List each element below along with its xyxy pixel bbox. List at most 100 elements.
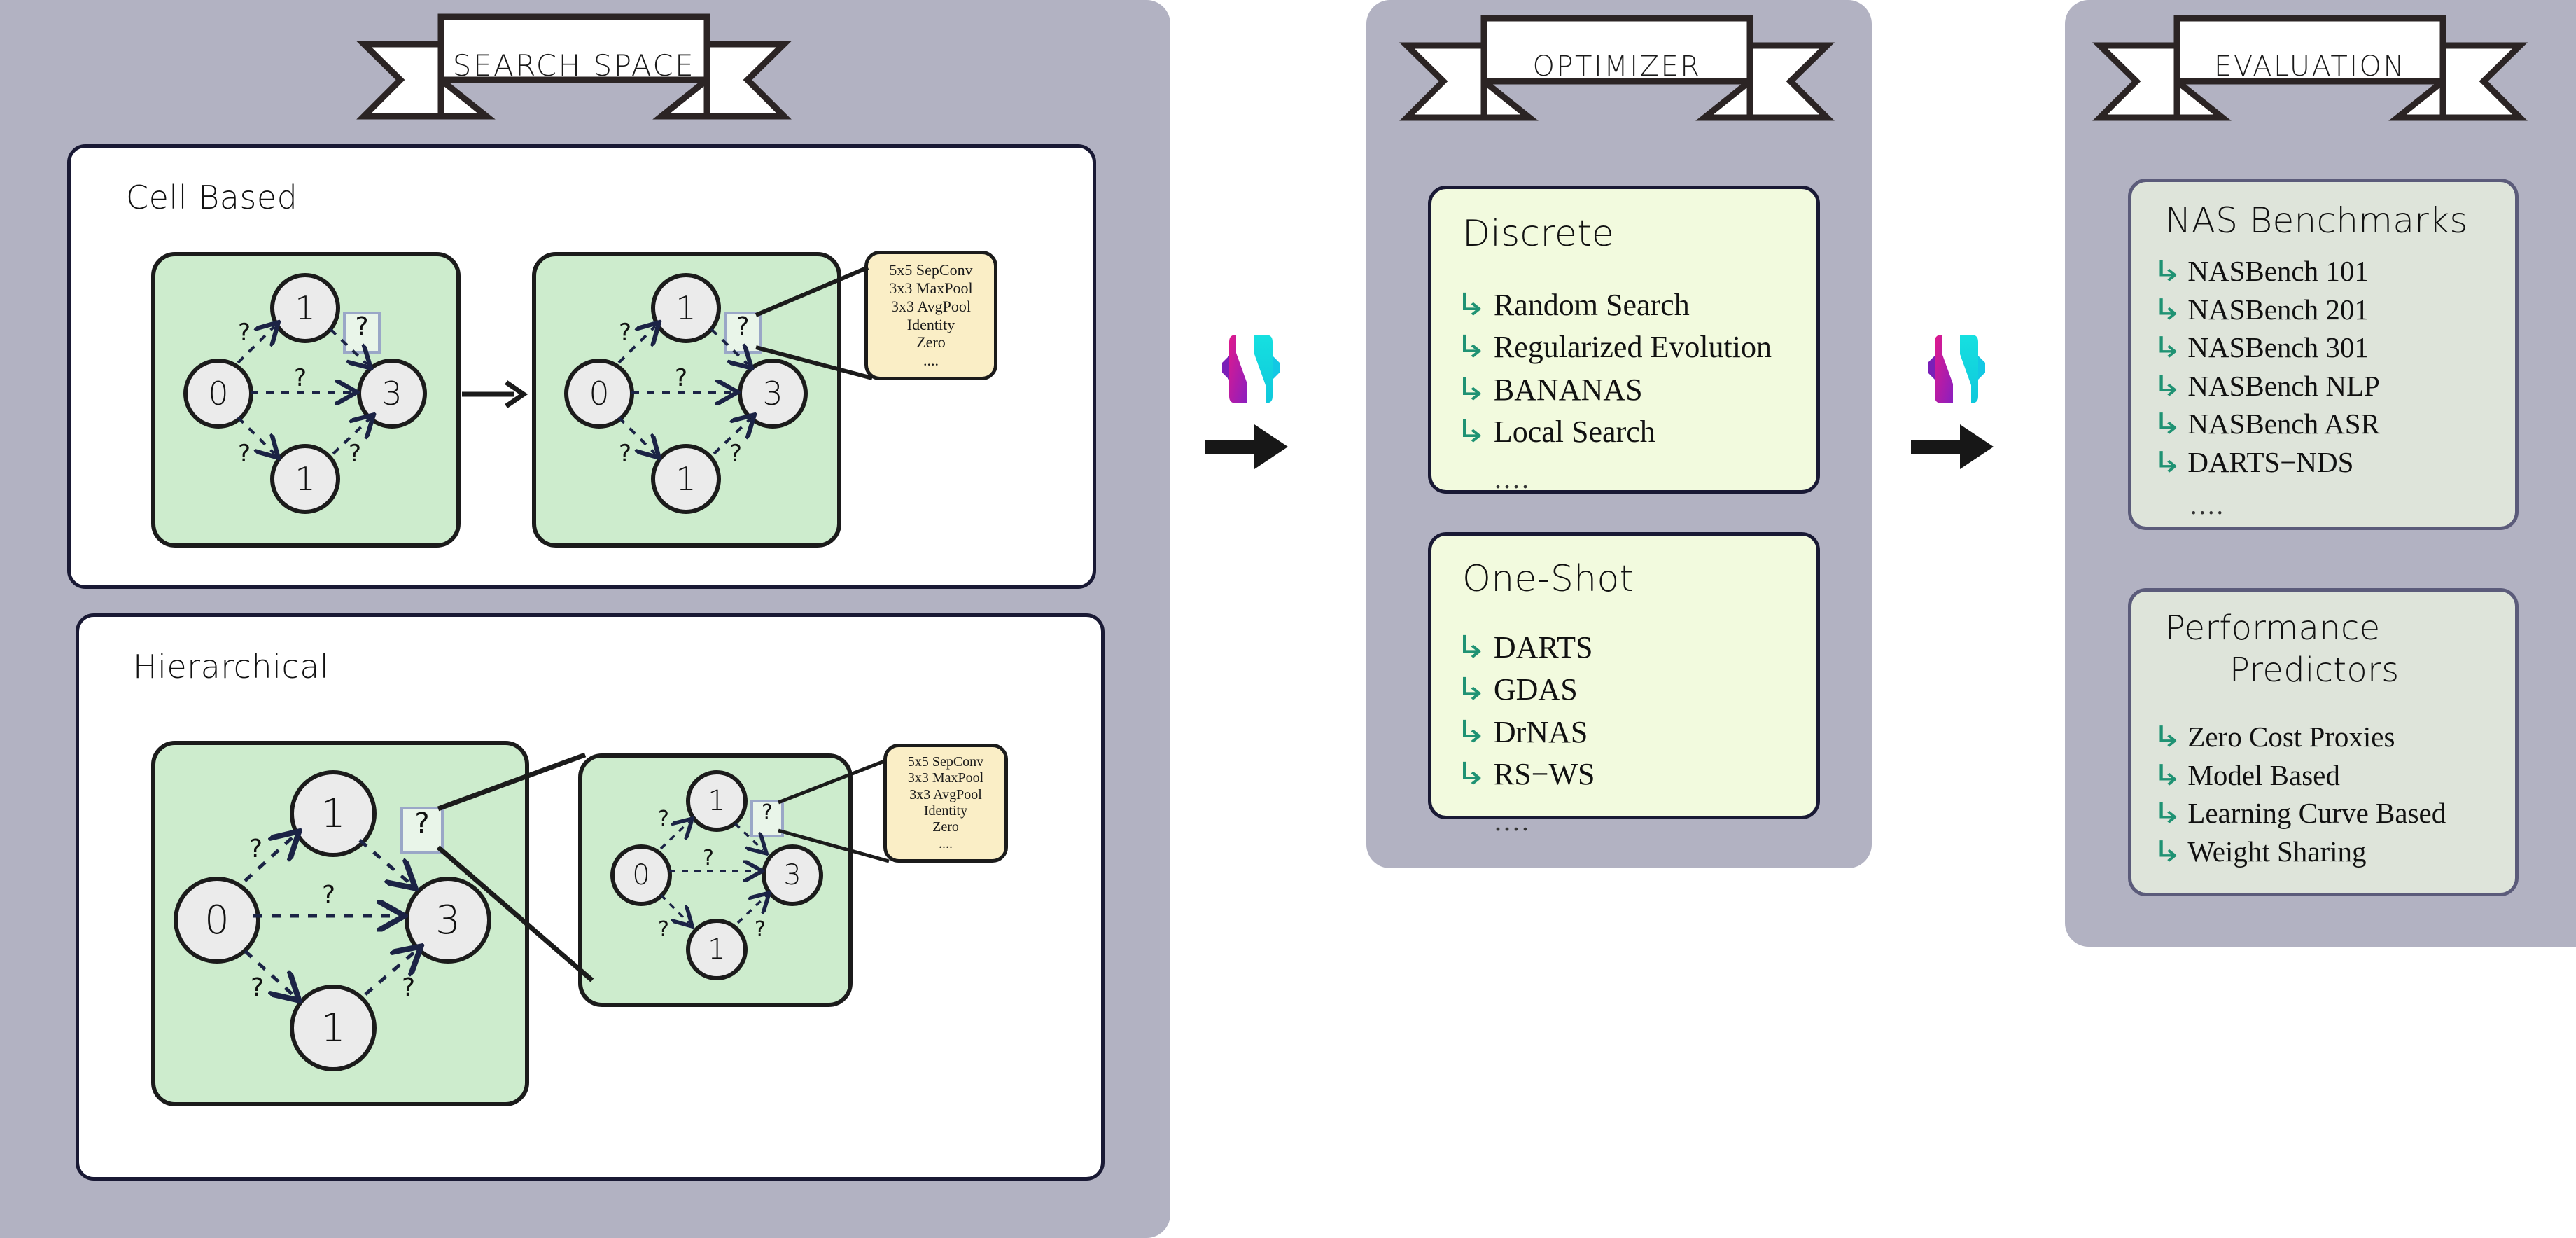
discrete-list: ↳Random Search ↳Regularized Evolution ↳B… bbox=[1455, 284, 1816, 499]
search-space-banner: SEARCH SPACE bbox=[356, 13, 792, 120]
list-item-label: DARTS bbox=[1493, 630, 1593, 665]
cell-a-node-1: 1 bbox=[270, 273, 340, 343]
cell-operations-tooltip: 5x5 SepConv 3x3 MaxPool 3x3 AvgPool Iden… bbox=[864, 251, 997, 380]
discrete-title: Discrete bbox=[1462, 213, 1615, 255]
cell-b-edge-label-2: ? bbox=[675, 364, 688, 392]
list-item: ↳DARTS bbox=[1455, 627, 1816, 669]
list-item: ↳Model Based bbox=[2152, 756, 2515, 795]
one-shot-title: One-Shot bbox=[1462, 558, 1634, 600]
hier-edge-label-3: ? bbox=[251, 973, 265, 1002]
cell-b-marker-qbox[interactable]: ? bbox=[724, 312, 762, 354]
list-item-label: Weight Sharing bbox=[2188, 835, 2367, 868]
list-item-label: DrNAS bbox=[1493, 714, 1588, 749]
list-item-label: NASBench NLP bbox=[2188, 369, 2380, 402]
list-item-label: NASBench ASR bbox=[2188, 408, 2380, 440]
arrow-bullet-icon: ↳ bbox=[2152, 254, 2183, 288]
cell-a-node-1b: 1 bbox=[270, 444, 340, 514]
ops-item: 5x5 SepConv bbox=[889, 261, 973, 279]
hier-edge-label-2: ? bbox=[322, 881, 336, 910]
list-item-label: NASBench 101 bbox=[2188, 255, 2369, 287]
hier-node-3: 3 bbox=[405, 877, 491, 964]
list-item: ↳Weight Sharing bbox=[2152, 833, 2515, 871]
ops-item: Identity bbox=[923, 803, 968, 819]
cell-a-node-3: 3 bbox=[357, 359, 427, 429]
nas-benchmarks-title: NAS Benchmarks bbox=[2165, 200, 2468, 241]
hierarchical-title: Hierarchical bbox=[133, 648, 330, 686]
hier-sub-node-3: 3 bbox=[762, 844, 823, 906]
hier-sub-marker-qbox[interactable]: ? bbox=[750, 800, 784, 837]
ops-item: 3x3 MaxPool bbox=[907, 770, 984, 786]
hier-sub-node-1b: 1 bbox=[686, 919, 748, 980]
hierarchical-operations-tooltip: 5x5 SepConv 3x3 MaxPool 3x3 AvgPool Iden… bbox=[883, 744, 1008, 863]
cell-a-marker-qbox[interactable]: ? bbox=[343, 312, 381, 354]
hier-edge-label-1: ? bbox=[249, 835, 263, 863]
hier-node-0: 0 bbox=[174, 877, 260, 964]
cell-a-edge-label-2: ? bbox=[294, 364, 307, 392]
cell-b-edge-label-3: ? bbox=[619, 440, 632, 468]
arrow-bullet-icon: ↳ bbox=[2152, 720, 2183, 753]
ops-item: 5x5 SepConv bbox=[907, 753, 984, 770]
nas-benchmarks-box: NAS Benchmarks ↳NASBench 101 ↳NASBench 2… bbox=[2128, 179, 2519, 530]
one-shot-more: .... bbox=[1494, 805, 1531, 837]
cell-a-edge-label-3: ? bbox=[238, 440, 251, 468]
performance-predictors-title-line2: Predictors bbox=[2230, 651, 2400, 690]
hier-node-1: 1 bbox=[290, 770, 377, 857]
arrow-bullet-icon: ↳ bbox=[1455, 672, 1488, 708]
list-item: ↳Random Search bbox=[1455, 284, 1816, 326]
arrow-bullet-icon: ↳ bbox=[2152, 834, 2183, 868]
cell-b-node-1b: 1 bbox=[651, 444, 721, 514]
list-item-label: GDAS bbox=[1493, 672, 1578, 707]
list-item-label: Zero Cost Proxies bbox=[2188, 721, 2395, 753]
cell-a-node-0: 0 bbox=[183, 359, 253, 429]
ops-item: 3x3 MaxPool bbox=[889, 279, 973, 298]
flow-arrow-1 bbox=[1205, 419, 1289, 478]
ops-item: Zero bbox=[932, 819, 959, 835]
ops-item: Identity bbox=[906, 315, 955, 333]
cell-a-edge-label-1: ? bbox=[238, 319, 251, 347]
hier-sub-edge-label-2: ? bbox=[703, 846, 714, 870]
hier-node-1b: 1 bbox=[290, 985, 377, 1071]
arrow-bullet-icon: ↳ bbox=[1455, 714, 1488, 750]
naslib-logo-2 bbox=[1925, 331, 1988, 411]
ops-item: Zero bbox=[916, 333, 946, 352]
list-item-label: Regularized Evolution bbox=[1493, 330, 1772, 365]
ops-item: 3x3 AvgPool bbox=[909, 786, 982, 802]
discrete-box: Discrete ↳Random Search ↳Regularized Evo… bbox=[1428, 186, 1820, 494]
list-item-label: NASBench 201 bbox=[2188, 293, 2369, 326]
list-item-label: Random Search bbox=[1493, 288, 1690, 322]
list-item: ↳Learning Curve Based bbox=[2152, 794, 2515, 833]
list-item: ↳NASBench 101 bbox=[2152, 252, 2515, 291]
list-item: ↳NASBench ASR bbox=[2152, 405, 2515, 443]
ops-item-more: .... bbox=[923, 351, 939, 369]
arrow-bullet-icon: ↳ bbox=[2152, 796, 2183, 830]
naslib-logo-1 bbox=[1219, 331, 1282, 411]
ops-item: 3x3 AvgPool bbox=[891, 297, 971, 315]
arrow-bullet-icon: ↳ bbox=[2152, 292, 2183, 326]
list-item: ↳DrNAS bbox=[1455, 711, 1816, 753]
list-item: ↳NASBench NLP bbox=[2152, 367, 2515, 405]
nas-benchmarks-more: .... bbox=[2190, 491, 2225, 521]
arrow-bullet-icon: ↳ bbox=[1455, 287, 1488, 323]
performance-predictors-box: Performance Predictors ↳Zero Cost Proxie… bbox=[2128, 588, 2519, 896]
list-item: ↳GDAS bbox=[1455, 669, 1816, 711]
hier-sub-node-0: 0 bbox=[610, 844, 672, 906]
one-shot-box: One-Shot ↳DARTS ↳GDAS ↳DrNAS ↳RS−WS .... bbox=[1428, 532, 1820, 837]
arrow-bullet-icon: ↳ bbox=[1455, 329, 1488, 366]
list-item: ↳DARTS−NDS bbox=[2152, 443, 2515, 482]
list-item: ↳RS−WS bbox=[1455, 753, 1816, 795]
discrete-more: .... bbox=[1494, 463, 1531, 495]
performance-predictors-list: ↳Zero Cost Proxies ↳Model Based ↳Learnin… bbox=[2152, 718, 2515, 871]
list-item-label: Learning Curve Based bbox=[2188, 797, 2446, 830]
arrow-bullet-icon: ↳ bbox=[1455, 756, 1488, 792]
flow-arrow-2 bbox=[1911, 419, 1995, 478]
arrow-bullet-icon: ↳ bbox=[2152, 368, 2183, 403]
arrow-bullet-icon: ↳ bbox=[1455, 371, 1488, 408]
hier-sub-edge-label-4: ? bbox=[755, 917, 766, 942]
cell-based-title: Cell Based bbox=[126, 179, 298, 216]
one-shot-list: ↳DARTS ↳GDAS ↳DrNAS ↳RS−WS .... bbox=[1455, 627, 1816, 841]
hier-marker-qbox[interactable]: ? bbox=[400, 807, 444, 854]
list-item: ↳NASBench 301 bbox=[2152, 328, 2515, 367]
list-item: ↳Regularized Evolution bbox=[1455, 326, 1816, 368]
hier-sub-edge-label-1: ? bbox=[658, 807, 669, 831]
arrow-bullet-icon: ↳ bbox=[2152, 331, 2183, 365]
